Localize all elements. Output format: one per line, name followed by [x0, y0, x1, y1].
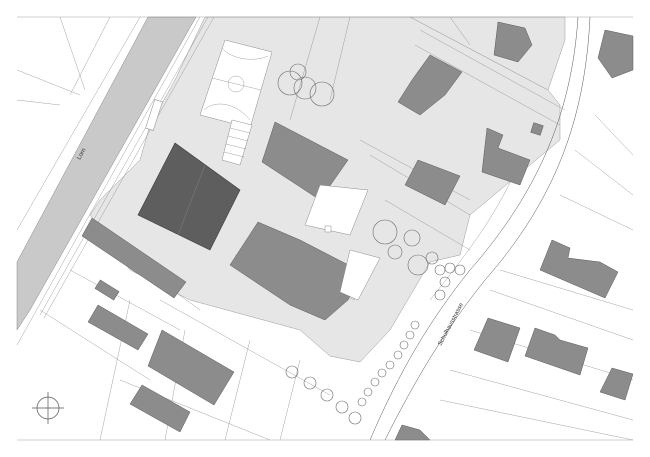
buildings-east	[394, 239, 634, 441]
trees-north	[277, 63, 335, 107]
trees-street-row	[285, 320, 420, 425]
frame-lines	[17, 16, 633, 441]
new-building	[137, 142, 241, 251]
buildings-northeast	[397, 21, 634, 206]
school-building-north	[261, 121, 369, 236]
buildings-southwest	[81, 217, 235, 433]
river-label: Lorn	[76, 148, 87, 161]
trees-courtyard	[372, 219, 466, 301]
river-lorn	[16, 16, 215, 346]
basketball-court	[145, 39, 273, 131]
crosshair-circle-icon	[32, 392, 64, 424]
school-building-south	[229, 221, 381, 321]
stairs	[221, 119, 253, 166]
